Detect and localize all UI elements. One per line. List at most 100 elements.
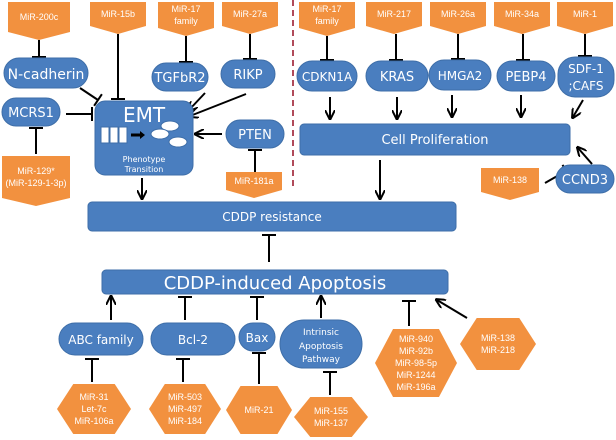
node-label-2: ;CAFS (569, 79, 604, 93)
mirna-label: MiR-17 (171, 4, 200, 14)
mirna-label: MiR-17 (312, 4, 341, 14)
mirna-mir15b[interactable]: MiR-15b (90, 2, 146, 34)
node-label: TGFbR2 (153, 71, 205, 86)
mirna-label: Let-7c (81, 404, 107, 414)
emt-box[interactable]: EMT Phenotype Transition (94, 100, 194, 176)
mirna-label: MiR-31 (79, 392, 108, 402)
node-ccnd3[interactable]: CCND3 (555, 164, 615, 194)
node-sdf1-cafs[interactable]: SDF-1 ;CAFS (557, 56, 615, 98)
mirna-mir129[interactable]: MiR-129*(MiR-129-1-3p) (2, 156, 70, 206)
cell-block-icon (118, 126, 128, 144)
mirna-label: MiR-137 (314, 418, 348, 428)
pentagon-shape (222, 2, 278, 34)
hexagon-shape (57, 384, 131, 434)
pentagon-shape (226, 172, 282, 198)
node-intrinsic-apoptosis-pathway[interactable]: Intrinsic Apoptosis Pathway (279, 319, 363, 369)
mirna-mir217[interactable]: MiR-217 (366, 2, 422, 34)
cell-block-icon (100, 126, 110, 144)
node-label-2: Apoptosis (299, 342, 343, 352)
node-label: CCND3 (562, 173, 608, 188)
mirna-label: MiR-92b (399, 346, 433, 356)
hexagon-shape (226, 386, 292, 434)
node-n-cadherin[interactable]: N-cadherin (3, 57, 89, 89)
mirna-mir200c[interactable]: MiR-200c (8, 2, 70, 40)
node-pebp4[interactable]: PEBP4 (496, 60, 556, 92)
node-label-3: Pathway (302, 355, 341, 365)
pentagon-shape (2, 156, 70, 206)
mirna-mir1[interactable]: MiR-1 (557, 2, 613, 34)
activation-edge (437, 300, 468, 319)
mirna-mir181a[interactable]: MiR-181a (226, 172, 282, 198)
node-bcl2[interactable]: Bcl-2 (150, 322, 236, 356)
mirna-label: MiR-21 (244, 405, 273, 415)
node-hmga2[interactable]: HMGA2 (428, 59, 492, 91)
pentagon-shape (430, 2, 486, 34)
hexagon-shape (460, 318, 536, 370)
mirna-label: MiR-98-5p (395, 358, 437, 368)
hexagon-shape (375, 329, 457, 397)
node-cdkn1a[interactable]: CDKN1A (296, 60, 358, 92)
cell-ellipse-icon (160, 120, 180, 132)
mirna-label: MiR-940 (399, 334, 433, 344)
cddp-apoptosis-bar[interactable]: CDDP-induced Apoptosis (101, 269, 449, 295)
mirna-label: MiR-155 (314, 406, 348, 416)
mirna-label: MiR-184 (168, 416, 202, 426)
node-label: KRAS (380, 70, 414, 85)
hexagon-shape (149, 384, 221, 434)
node-label: RIKP (233, 68, 262, 83)
hexagon-shape (294, 397, 368, 437)
pentagon-shape (158, 2, 214, 36)
node-label: Bax (246, 331, 269, 345)
mirna-label: MiR-27a (233, 9, 267, 19)
node-label-1: Intrinsic (303, 328, 339, 338)
mirna-label: MiR-217 (377, 9, 411, 19)
node-label-1: SDF-1 (568, 62, 604, 76)
mirna-mir27a[interactable]: MiR-27a (222, 2, 278, 34)
mirna-label: MiR-1 (573, 9, 597, 19)
activation-edge (578, 148, 593, 165)
pentagon-shape (481, 168, 539, 200)
cddp-resistance-bar[interactable]: CDDP resistance (87, 201, 457, 232)
bar-label: CDDP resistance (222, 210, 321, 224)
inhibition-bar (93, 93, 103, 107)
cell-block-icon (109, 126, 119, 144)
mirna-mir26a[interactable]: MiR-26a (430, 2, 486, 34)
node-pten[interactable]: PTEN (225, 119, 285, 149)
node-mcrs1[interactable]: MCRS1 (1, 97, 61, 127)
mirna-label: MiR-200c (20, 12, 59, 22)
pentagon-shape (299, 2, 355, 36)
node-rikp[interactable]: RIKP (220, 59, 276, 89)
mirna-label: MiR-181a (234, 176, 273, 186)
cell-ellipse-icon (150, 128, 170, 140)
activation-edge (190, 93, 247, 116)
inhibition-edge (79, 87, 99, 101)
node-abc-family[interactable]: ABC family (58, 322, 144, 356)
pentagon-shape (366, 2, 422, 34)
emt-title: EMT (123, 103, 166, 127)
node-label: N-cadherin (8, 67, 85, 83)
pentagon-shape (90, 2, 146, 34)
mirna-label: MiR-138 (493, 175, 527, 185)
node-tgfbr2[interactable]: TGFbR2 (151, 62, 209, 92)
mirna-hex_bax[interactable]: MiR-21 (226, 386, 292, 434)
mirna-label: MiR-129* (17, 166, 55, 176)
node-label: PEBP4 (505, 70, 546, 85)
mirna-mir34a[interactable]: MiR-34a (494, 2, 550, 34)
node-label: HMGA2 (438, 69, 483, 83)
node-label: MCRS1 (8, 106, 54, 121)
emt-subtitle-2: Transition (124, 165, 164, 174)
pentagon-shape (8, 2, 70, 40)
node-bax[interactable]: Bax (238, 322, 276, 352)
mirna-label: MiR-15b (101, 9, 135, 19)
cell-proliferation-bar[interactable]: Cell Proliferation (299, 123, 571, 156)
node-kras[interactable]: KRAS (365, 60, 429, 92)
mirna-mir138a[interactable]: MiR-138 (481, 168, 539, 200)
